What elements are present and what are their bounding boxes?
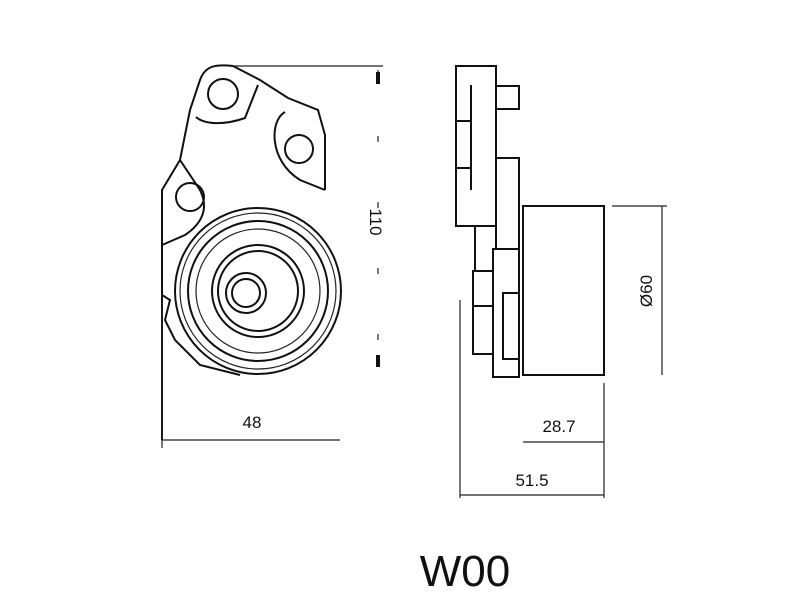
- total-width-dim-label: 51.5: [515, 471, 548, 490]
- roller: [522, 205, 605, 376]
- pulley: [174, 207, 342, 375]
- bracket-outline: [161, 64, 326, 440]
- roller-width-dim-label: 28.7: [542, 417, 575, 436]
- roller-width-dimension: 28.7: [523, 383, 605, 498]
- front-view: 110 48: [161, 64, 385, 448]
- part-code: W00: [420, 547, 510, 596]
- mounting-hole: [207, 78, 239, 110]
- diameter-dimension: Ø60: [612, 205, 667, 375]
- total-width-dimension: 51.5: [459, 300, 604, 498]
- mounting-hole: [175, 182, 205, 212]
- width-dim-label: 48: [243, 413, 262, 432]
- height-dimension: 110: [233, 65, 385, 375]
- height-dim-label: 110: [366, 208, 385, 235]
- width-dimension: 48: [161, 300, 340, 448]
- mounting-hole: [284, 134, 314, 164]
- diameter-dim-label: Ø60: [637, 275, 656, 307]
- side-view: Ø60 28.7 51.5: [455, 65, 667, 498]
